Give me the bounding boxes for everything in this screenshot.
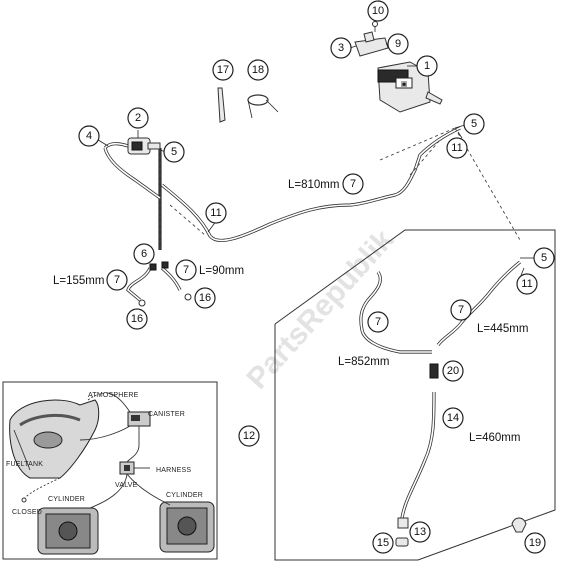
label-harness: HARNESS (156, 467, 191, 474)
svg-text:5: 5 (471, 118, 477, 130)
length-155: L=155mm (53, 275, 104, 287)
strap-17 (217, 87, 226, 123)
bolt-10 (372, 21, 378, 32)
callout-5b: 5 (463, 113, 485, 135)
hose-445 (436, 260, 521, 347)
svg-text:4: 4 (86, 130, 92, 142)
canister-small (127, 411, 151, 427)
svg-text:6: 6 (141, 248, 147, 260)
callout-14: 14 (442, 407, 464, 429)
svg-text:7: 7 (183, 264, 189, 276)
callout-10: 10 (367, 0, 389, 22)
svg-text:5: 5 (171, 146, 177, 158)
callout-11c: 11 (516, 273, 538, 295)
svg-text:15: 15 (377, 537, 389, 549)
valve-small (119, 461, 135, 475)
label-valve: VALVE (115, 482, 138, 489)
length-445: L=445mm (477, 323, 528, 335)
callout-7-810: 7 (342, 173, 364, 195)
callout-16b: 16 (194, 287, 216, 309)
svg-text:9: 9 (395, 38, 401, 50)
svg-text:7: 7 (375, 316, 381, 328)
length-460: L=460mm (469, 432, 520, 444)
callout-7-445: 7 (450, 299, 472, 321)
cylinder-right-drawing (159, 501, 215, 553)
hose-90 (160, 261, 182, 291)
svg-text:2: 2 (135, 112, 141, 124)
svg-text:12: 12 (243, 430, 255, 442)
svg-text:11: 11 (210, 207, 221, 219)
svg-text:11: 11 (521, 278, 532, 290)
cable-tie-18 (247, 94, 279, 119)
svg-text:11: 11 (451, 142, 462, 154)
callout-17: 17 (212, 59, 234, 81)
label-cylinder-left: CYLINDER (48, 496, 85, 503)
fitting-20 (429, 363, 439, 379)
svg-text:1: 1 (424, 60, 430, 72)
svg-text:7: 7 (458, 304, 464, 316)
svg-text:16: 16 (199, 292, 211, 304)
svg-text:7: 7 (114, 274, 120, 286)
hose-155 (126, 263, 157, 302)
routing-dashes (159, 127, 521, 250)
svg-text:14: 14 (447, 412, 459, 424)
svg-text:10: 10 (372, 5, 384, 17)
length-852: L=852mm (338, 356, 389, 368)
callout-5a: 5 (163, 141, 185, 163)
callout-5c: 5 (533, 247, 555, 269)
callout-20: 20 (442, 360, 464, 382)
svg-text:18: 18 (252, 64, 264, 76)
label-canister: CANISTER (148, 411, 185, 418)
callout-19: 19 (524, 532, 546, 554)
svg-text:5: 5 (541, 252, 547, 264)
clamp-19 (511, 517, 527, 533)
svg-text:20: 20 (447, 365, 459, 377)
svg-text:13: 13 (414, 526, 426, 538)
inset-schematic: ATMOSPHERE CANISTER FUELTANK HARNESS VAL… (2, 381, 218, 560)
callout-7-90: 7 (175, 259, 197, 281)
cylinder-left-drawing (37, 507, 99, 555)
length-90: L=90mm (199, 265, 244, 277)
watermark: PartsRepublik (241, 223, 401, 395)
hose-852 (359, 271, 432, 354)
callout-6: 6 (133, 243, 155, 265)
clip-13-15 (395, 517, 409, 547)
callout-3: 3 (330, 37, 352, 59)
svg-text:19: 19 (529, 537, 541, 549)
label-cylinder-right: CYLINDER (166, 492, 203, 499)
callout-18: 18 (247, 59, 269, 81)
clip-16 (138, 293, 192, 307)
callout-9: 9 (387, 33, 409, 55)
hose-460 (400, 391, 436, 519)
callout-15: 15 (372, 532, 394, 554)
svg-text:17: 17 (217, 64, 229, 76)
callout-13: 13 (409, 521, 431, 543)
svg-text:3: 3 (338, 42, 344, 54)
callout-7-155: 7 (106, 269, 128, 291)
canister-1: ▣ (377, 61, 443, 113)
length-810: L=810mm (288, 179, 339, 191)
valve-2 (127, 137, 161, 155)
label-atmosphere: ATMOSPHERE (88, 392, 139, 399)
svg-text:▣: ▣ (401, 81, 408, 88)
closed-marker (21, 497, 27, 503)
bracket-3 (354, 31, 389, 57)
callout-16a: 16 (126, 308, 148, 330)
kit-12-frame (274, 229, 556, 561)
label-closed: CLOSED (12, 509, 42, 516)
callout-1: 1 (416, 55, 438, 77)
callout-4: 4 (78, 125, 100, 147)
svg-text:16: 16 (131, 313, 143, 325)
callout-2: 2 (127, 107, 149, 129)
callout-11b: 11 (205, 202, 227, 224)
callout-11a: 11 (446, 137, 468, 159)
callout-7-852: 7 (367, 311, 389, 333)
svg-text:7: 7 (350, 178, 356, 190)
callout-12: 12 (238, 425, 260, 447)
fueltank-drawing (9, 399, 100, 479)
label-fueltank: FUELTANK (6, 461, 43, 468)
